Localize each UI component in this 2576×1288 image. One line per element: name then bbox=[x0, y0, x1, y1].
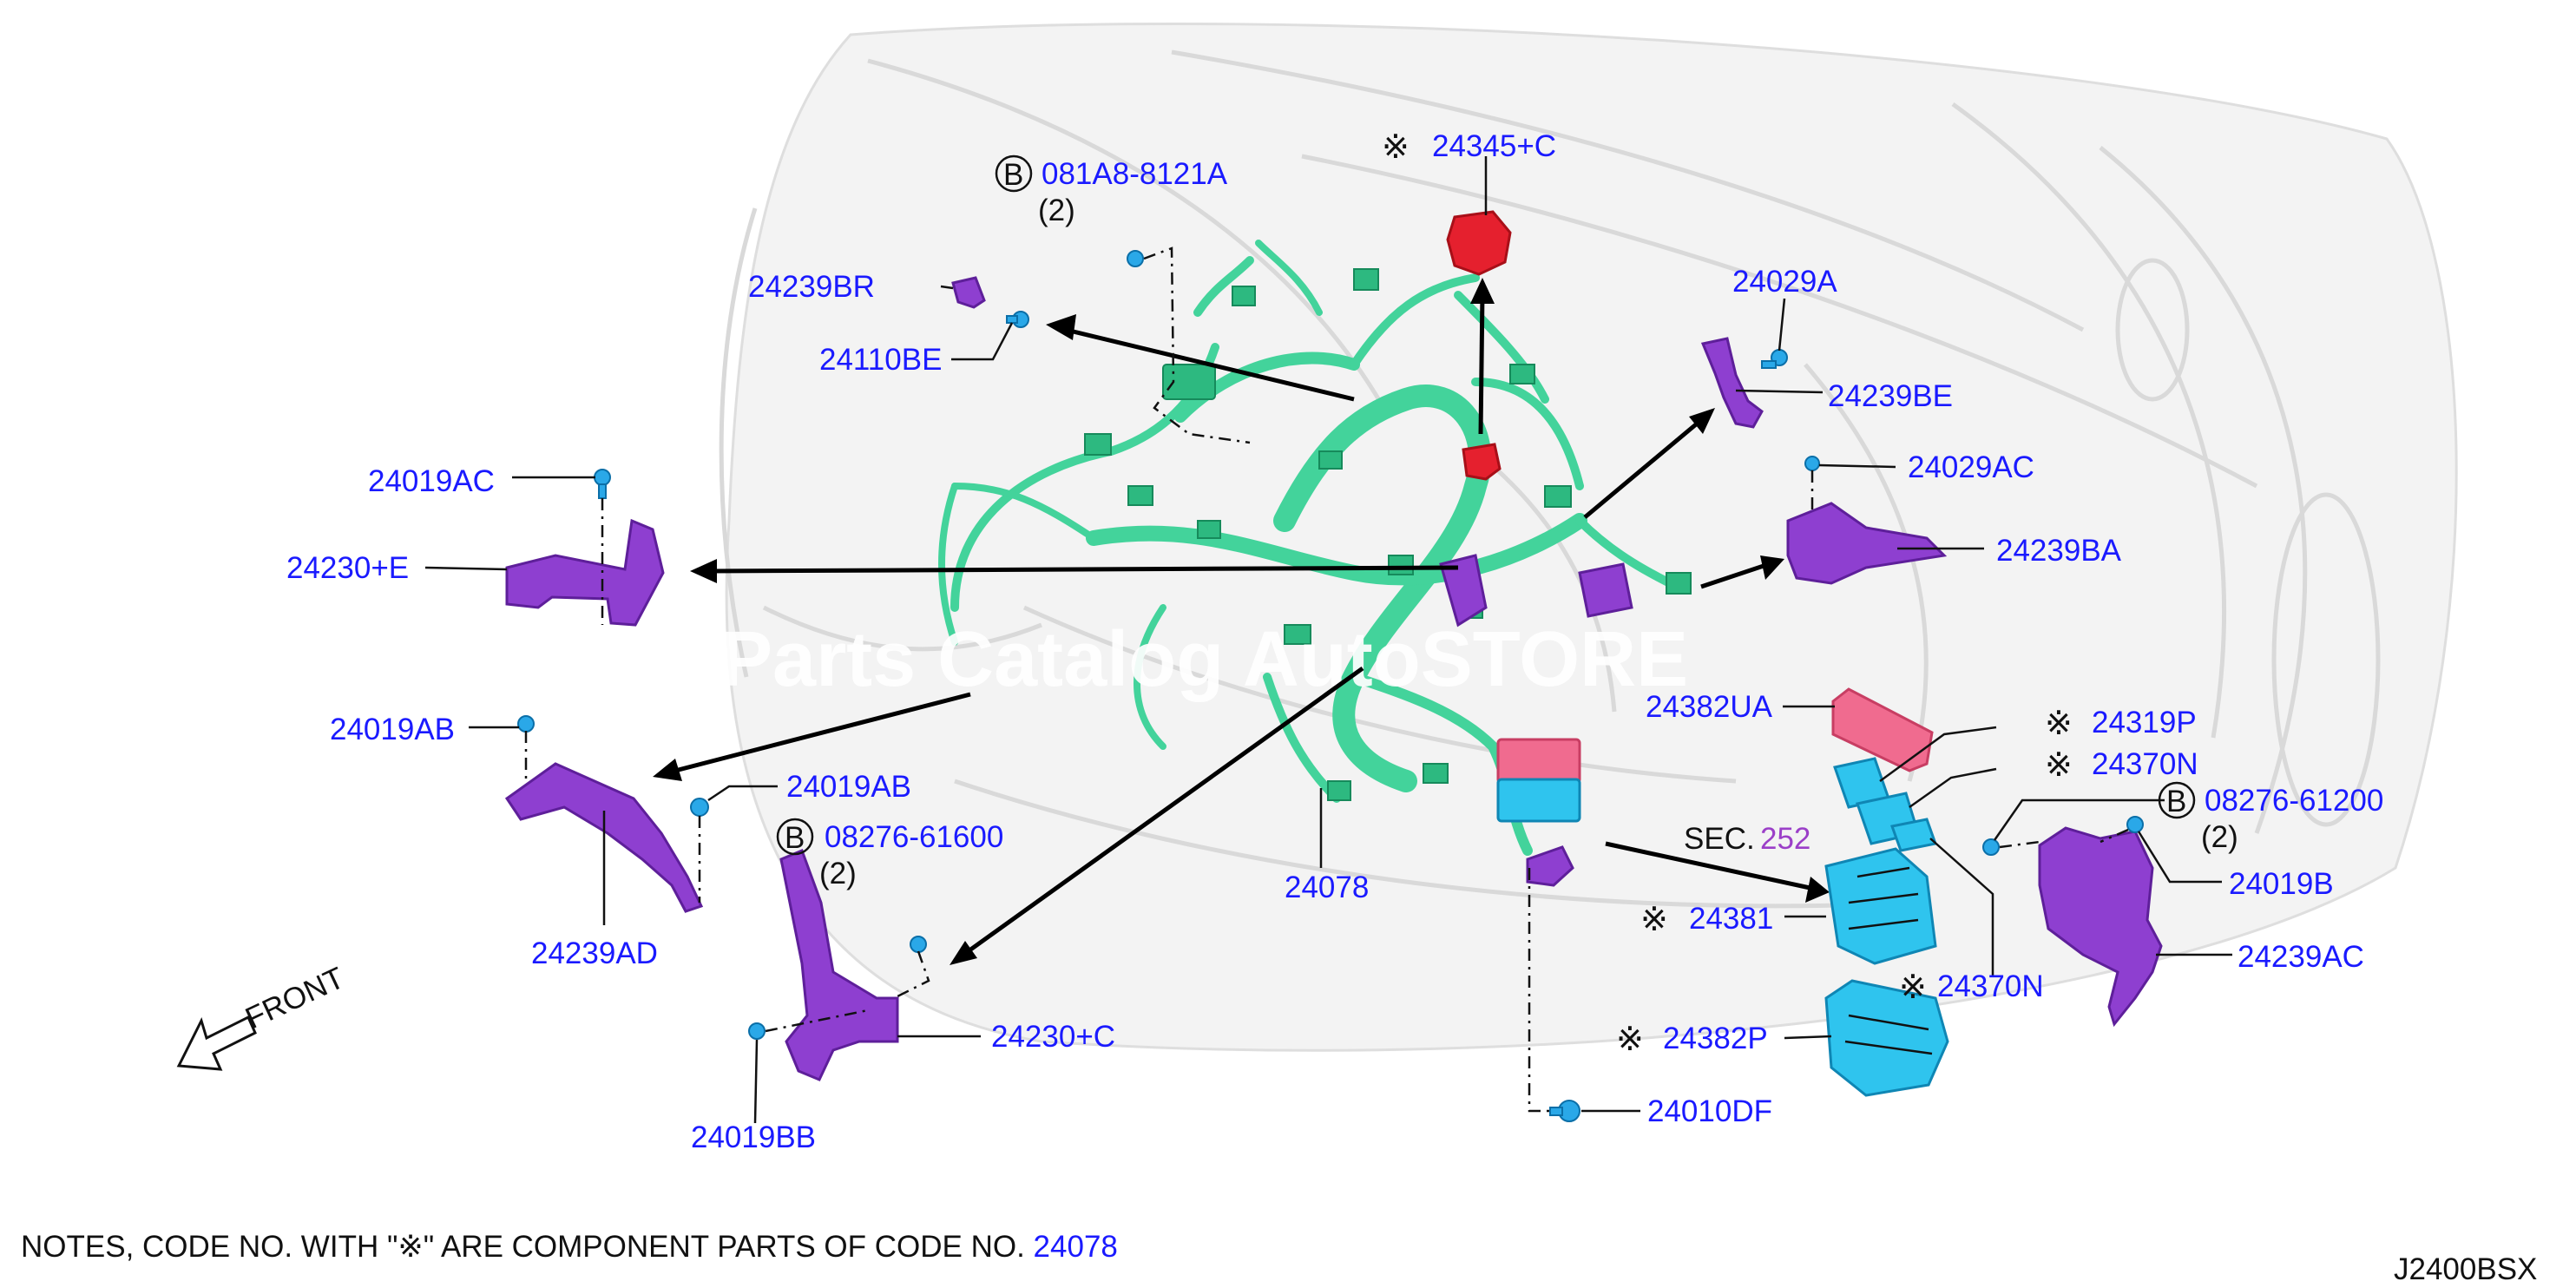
bolt-24019ac bbox=[594, 469, 611, 499]
bracket-24239ac bbox=[2038, 826, 2163, 1028]
leader-lines bbox=[424, 156, 2232, 1124]
label-24382ua: 24382UA bbox=[1646, 690, 1773, 724]
label-24239ad: 24239AD bbox=[531, 936, 658, 970]
label-24239br: 24239BR bbox=[748, 270, 875, 304]
notes-kome: ※ bbox=[398, 1230, 423, 1264]
fuse-block-24381 bbox=[1824, 847, 1937, 965]
qty-081a8: (2) bbox=[1038, 194, 1075, 227]
relay-24345c bbox=[1446, 210, 1512, 276]
label-24029a: 24029A bbox=[1732, 265, 1837, 299]
bolt-24010df bbox=[1528, 868, 1580, 1122]
label-081a8-8121a: 081A8-8121A bbox=[1042, 157, 1228, 191]
figure-code: J2400BSX bbox=[2394, 1252, 2537, 1286]
label-24370n-upper: 24370N bbox=[2092, 747, 2198, 781]
circle-b-letter: B bbox=[1003, 158, 1023, 192]
label-24230c: 24230+C bbox=[991, 1020, 1115, 1054]
label-24078: 24078 bbox=[1285, 871, 1369, 904]
label-24029ac: 24029AC bbox=[1908, 450, 2034, 484]
label-24019bb: 24019BB bbox=[691, 1120, 816, 1154]
label-24370n-lower: 24370N bbox=[1937, 969, 2044, 1003]
notes-quote-close: " bbox=[424, 1230, 434, 1264]
circle-b-letter: B bbox=[2166, 785, 2186, 818]
label-08276-61600: 08276-61600 bbox=[825, 820, 1003, 854]
label-24019ab-left: 24019AB bbox=[330, 713, 455, 746]
circle-b-marker bbox=[776, 818, 814, 856]
qty-08276-61600: (2) bbox=[819, 857, 857, 890]
part-labels: ※ 24345+C B 081A8-8121A (2) 24239BR 2411… bbox=[286, 128, 2383, 1154]
bolt-24029ac bbox=[1804, 456, 1820, 521]
bolt-24019ab-right bbox=[690, 798, 709, 903]
kome-mark: ※ bbox=[1382, 128, 1410, 166]
bolt-08276-61200 bbox=[1982, 838, 2040, 856]
bolt-24110be bbox=[1006, 311, 1029, 328]
relay-24370n-lower bbox=[1890, 818, 1937, 852]
notes-prefix: NOTES, CODE NO. WITH bbox=[21, 1230, 387, 1264]
label-24110be: 24110BE bbox=[819, 343, 942, 377]
label-08276-61200: 08276-61200 bbox=[2205, 784, 2383, 818]
notes-middle: ARE COMPONENT PARTS OF CODE NO. bbox=[434, 1230, 1033, 1264]
front-direction-indicator: FRONT bbox=[176, 961, 350, 1071]
label-24382p: 24382P bbox=[1663, 1022, 1768, 1055]
bracket-24230e bbox=[505, 498, 665, 627]
notes-text: NOTES, CODE NO. WITH "※" ARE COMPONENT P… bbox=[21, 1230, 1118, 1264]
circle-b-letter: B bbox=[785, 821, 805, 855]
bracket-24239ad bbox=[504, 762, 704, 925]
fuse-block-cover-24382p bbox=[1824, 979, 1949, 1097]
kome-mark: ※ bbox=[2045, 746, 2073, 784]
kome-mark: ※ bbox=[1640, 900, 1668, 938]
notes-quote-open: " bbox=[387, 1230, 398, 1264]
notes-code: 24078 bbox=[1034, 1230, 1118, 1264]
label-24010df: 24010DF bbox=[1647, 1094, 1772, 1128]
vehicle-background bbox=[719, 22, 2458, 1052]
ecu-cover-24382ua bbox=[1831, 687, 1934, 772]
bolt-24019ab-left bbox=[517, 715, 535, 781]
arrows bbox=[653, 278, 1830, 965]
bolt-24019b bbox=[2100, 816, 2144, 844]
qty-08276-61200: (2) bbox=[2201, 820, 2238, 854]
kome-mark: ※ bbox=[2045, 704, 2073, 742]
kome-mark: ※ bbox=[1616, 1020, 1644, 1058]
label-24239ac: 24239AC bbox=[2238, 940, 2364, 974]
bracket-24239ba bbox=[1786, 502, 1948, 585]
kome-mark: ※ bbox=[1899, 968, 1927, 1006]
label-24230e: 24230+E bbox=[286, 551, 409, 585]
label-24319p: 24319P bbox=[2092, 706, 2197, 739]
front-label: FRONT bbox=[240, 961, 350, 1035]
bolt-08276-61600 bbox=[893, 936, 930, 1000]
circle-b-marker bbox=[995, 154, 1033, 193]
label-24239be: 24239BE bbox=[1828, 379, 1953, 413]
label-24019b: 24019B bbox=[2229, 867, 2334, 901]
label-24345c: 24345+C bbox=[1432, 129, 1556, 163]
label-24239ba: 24239BA bbox=[1996, 534, 2122, 568]
label-24019ab-right: 24019AB bbox=[786, 770, 911, 804]
label-24019ac: 24019AC bbox=[368, 464, 495, 498]
bolt-081a8-8121a bbox=[1127, 246, 1251, 444]
label-sec: SEC. bbox=[1684, 822, 1755, 856]
watermark: Parts Catalog AutoSTORE bbox=[720, 616, 1688, 703]
footer-notes: NOTES, CODE NO. WITH "※" ARE COMPONENT P… bbox=[21, 1230, 2537, 1286]
label-24381: 24381 bbox=[1689, 902, 1773, 936]
circle-b-marker bbox=[2158, 781, 2196, 819]
label-sec-number: 252 bbox=[1760, 822, 1810, 856]
bracket-24239be bbox=[1700, 337, 1764, 429]
bolt-24019bb bbox=[748, 1009, 869, 1040]
harness-side-ecu bbox=[1439, 554, 1633, 887]
bracket-24239br bbox=[951, 276, 986, 309]
